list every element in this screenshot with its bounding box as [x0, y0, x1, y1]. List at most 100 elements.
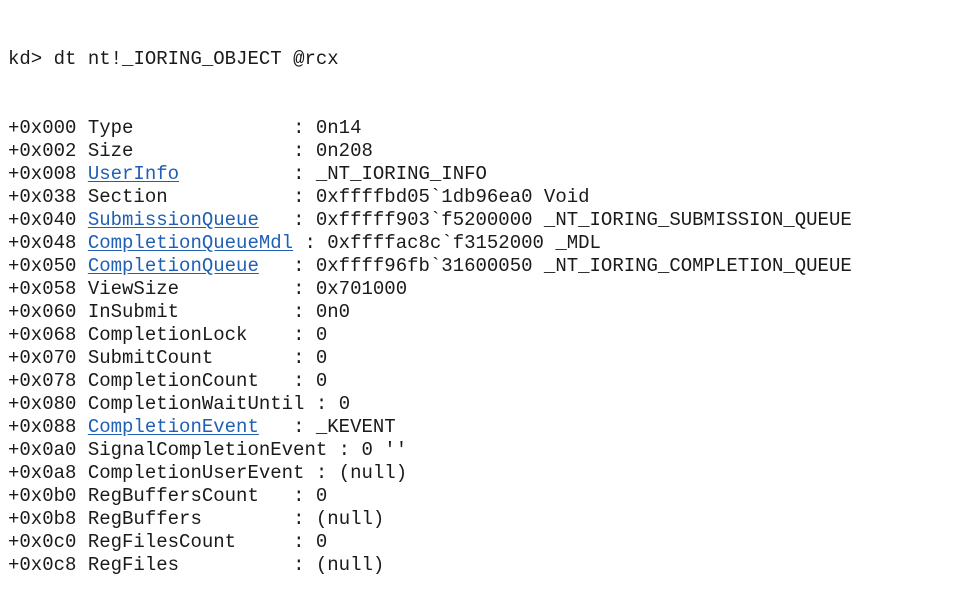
field-offset: +0x002	[8, 140, 77, 162]
struct-field-row: +0x070 SubmitCount : 0	[8, 347, 852, 370]
field-offset: +0x038	[8, 186, 77, 208]
field-value: 0n208	[315, 140, 373, 162]
command-line: kd> dt nt!_IORING_OBJECT @rcx	[8, 48, 852, 71]
field-name: SubmitCount	[87, 347, 214, 369]
field-name: Type	[87, 117, 134, 139]
field-separator: :	[258, 209, 316, 231]
debugger-output: kd> dt nt!_IORING_OBJECT @rcx +0x000 Typ…	[8, 2, 852, 600]
field-name: RegFiles	[87, 554, 180, 576]
field-name-link[interactable]: UserInfo	[87, 163, 180, 185]
field-separator: :	[327, 439, 362, 461]
struct-field-row: +0x0b0 RegBuffersCount : 0	[8, 485, 852, 508]
field-value: 0	[315, 347, 328, 369]
field-separator: :	[304, 393, 339, 415]
field-name: SignalCompletionEvent	[87, 439, 328, 461]
field-value: 0	[315, 324, 328, 346]
field-separator: :	[258, 370, 316, 392]
field-separator: :	[133, 117, 316, 139]
struct-field-row: +0x0a8 CompletionUserEvent : (null)	[8, 462, 852, 485]
struct-field-row: +0x050 CompletionQueue : 0xffff96fb`3160…	[8, 255, 852, 278]
field-separator: :	[201, 508, 316, 530]
struct-field-row: +0x040 SubmissionQueue : 0xfffff903`f520…	[8, 209, 852, 232]
struct-field-row: +0x078 CompletionCount : 0	[8, 370, 852, 393]
struct-field-row: +0x0b8 RegBuffers : (null)	[8, 508, 852, 531]
debugger-prompt: kd>	[8, 48, 43, 70]
field-separator: :	[258, 416, 316, 438]
command-text: dt nt!_IORING_OBJECT @rcx	[53, 48, 339, 70]
field-value: _KEVENT	[315, 416, 396, 438]
field-separator: :	[293, 232, 328, 254]
field-separator: :	[247, 324, 316, 346]
struct-field-row: +0x088 CompletionEvent : _KEVENT	[8, 416, 852, 439]
field-name: CompletionUserEvent	[87, 462, 305, 484]
struct-field-row: +0x0c0 RegFilesCount : 0	[8, 531, 852, 554]
field-offset: +0x0c0	[8, 531, 77, 553]
field-offset: +0x080	[8, 393, 77, 415]
field-name: RegFilesCount	[87, 531, 237, 553]
struct-field-list: +0x000 Type : 0n14+0x002 Size : 0n208+0x…	[8, 117, 852, 577]
field-value: 0	[315, 485, 328, 507]
field-offset: +0x068	[8, 324, 77, 346]
struct-field-row: +0x000 Type : 0n14	[8, 117, 852, 140]
struct-field-row: +0x048 CompletionQueueMdl : 0xffffac8c`f…	[8, 232, 852, 255]
field-separator: :	[179, 554, 316, 576]
field-offset: +0x0a0	[8, 439, 77, 461]
field-offset: +0x070	[8, 347, 77, 369]
field-separator: :	[133, 140, 316, 162]
struct-field-row: +0x008 UserInfo : _NT_IORING_INFO	[8, 163, 852, 186]
struct-field-row: +0x080 CompletionWaitUntil : 0	[8, 393, 852, 416]
field-offset: +0x088	[8, 416, 77, 438]
field-value: 0xffffbd05`1db96ea0 Void	[315, 186, 590, 208]
field-name: ViewSize	[87, 278, 180, 300]
field-offset: +0x048	[8, 232, 77, 254]
field-offset: +0x050	[8, 255, 77, 277]
field-name-link[interactable]: SubmissionQueue	[87, 209, 259, 231]
field-value: (null)	[315, 554, 385, 576]
field-separator: :	[258, 255, 316, 277]
field-offset: +0x0b0	[8, 485, 77, 507]
field-separator: :	[179, 278, 316, 300]
struct-field-row: +0x002 Size : 0n208	[8, 140, 852, 163]
struct-field-row: +0x0a0 SignalCompletionEvent : 0 ''	[8, 439, 852, 462]
field-value: _NT_IORING_INFO	[315, 163, 487, 185]
field-value: 0n14	[315, 117, 362, 139]
field-name: CompletionLock	[87, 324, 248, 346]
struct-field-row: +0x068 CompletionLock : 0	[8, 324, 852, 347]
field-value: 0n0	[315, 301, 351, 323]
field-separator: :	[167, 186, 316, 208]
field-offset: +0x0a8	[8, 462, 77, 484]
field-name-link[interactable]: CompletionQueueMdl	[87, 232, 294, 254]
field-value: (null)	[315, 508, 385, 530]
field-offset: +0x0b8	[8, 508, 77, 530]
field-offset: +0x040	[8, 209, 77, 231]
struct-field-row: +0x0c8 RegFiles : (null)	[8, 554, 852, 577]
struct-field-row: +0x038 Section : 0xffffbd05`1db96ea0 Voi…	[8, 186, 852, 209]
field-value: 0	[338, 393, 351, 415]
field-offset: +0x000	[8, 117, 77, 139]
field-name-link[interactable]: CompletionQueue	[87, 255, 259, 277]
field-separator: :	[179, 301, 316, 323]
field-offset: +0x008	[8, 163, 77, 185]
field-name: RegBuffers	[87, 508, 202, 530]
field-offset: +0x078	[8, 370, 77, 392]
field-name: CompletionWaitUntil	[87, 393, 305, 415]
field-value: 0	[315, 370, 328, 392]
field-name-link[interactable]: CompletionEvent	[87, 416, 259, 438]
field-name: InSubmit	[87, 301, 180, 323]
field-value: 0xffff96fb`31600050 _NT_IORING_COMPLETIO…	[315, 255, 852, 277]
field-value: 0	[315, 531, 328, 553]
struct-field-row: +0x060 InSubmit : 0n0	[8, 301, 852, 324]
field-value: 0x701000	[315, 278, 408, 300]
field-value: 0 ''	[361, 439, 408, 461]
field-separator: :	[213, 347, 316, 369]
field-separator: :	[236, 531, 316, 553]
field-offset: +0x058	[8, 278, 77, 300]
field-name: Size	[87, 140, 134, 162]
field-name: RegBuffersCount	[87, 485, 259, 507]
field-separator: :	[179, 163, 316, 185]
field-separator: :	[304, 462, 339, 484]
field-value: 0xfffff903`f5200000 _NT_IORING_SUBMISSIO…	[315, 209, 852, 231]
field-name: Section	[87, 186, 168, 208]
struct-field-row: +0x058 ViewSize : 0x701000	[8, 278, 852, 301]
field-value: (null)	[338, 462, 408, 484]
